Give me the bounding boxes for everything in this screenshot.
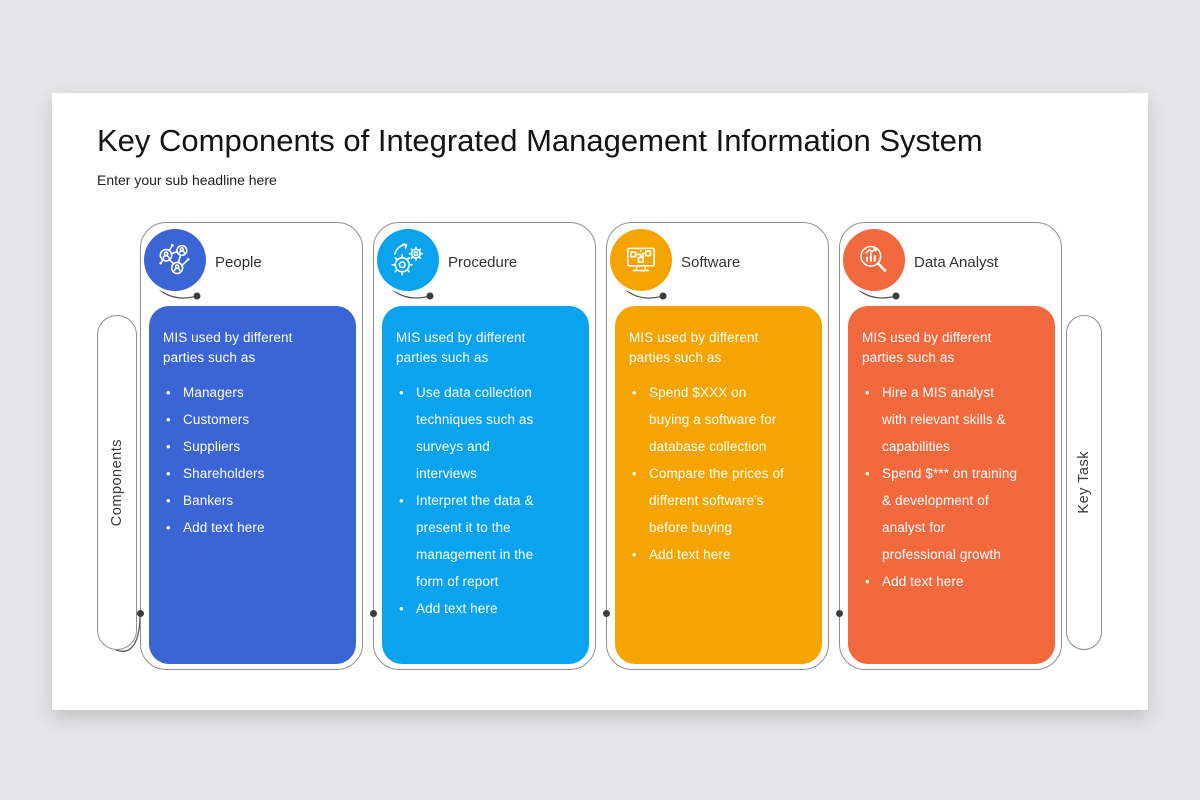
bullet-text: Customers	[183, 412, 250, 427]
column-card: MIS used by different parties such as • …	[615, 306, 822, 664]
connector-dot	[137, 610, 144, 617]
key-task-pill: Key Task	[1066, 315, 1102, 650]
bullet-text: Add text here	[183, 520, 265, 535]
bullet-item: • Suppliers	[163, 433, 348, 460]
bullet-item: • Shareholders	[163, 460, 348, 487]
bullet-list: • Use data collection techniques such as…	[396, 379, 581, 622]
circle-connector-line	[383, 279, 434, 300]
bullet-item: • Hire a MIS analyst with relevant skill…	[862, 379, 1047, 460]
column-intro: MIS used by different parties such as	[862, 330, 992, 365]
bullet-marker: •	[399, 601, 404, 616]
bullet-item: • Add text here	[163, 514, 348, 541]
bullet-item: • Bankers	[163, 487, 348, 514]
bullet-text: Shareholders	[183, 466, 265, 481]
column-title: Data Analyst	[914, 253, 999, 271]
components-pill: Components	[97, 315, 137, 650]
bullet-marker: •	[632, 547, 637, 562]
bullet-text: Add text here	[649, 547, 731, 562]
column-intro: MIS used by different parties such as	[163, 330, 293, 365]
column-card: MIS used by different parties such as • …	[149, 306, 356, 664]
bullet-text: Spend $XXX on buying a software for data…	[649, 385, 777, 454]
bullet-marker: •	[166, 439, 171, 454]
bullet-text: Use data collection techniques such as s…	[416, 385, 534, 481]
bullet-item: • Spend $XXX on buying a software for da…	[629, 379, 814, 460]
bullet-marker: •	[166, 493, 171, 508]
bullet-item: • Add text here	[629, 541, 814, 568]
components-connector-line	[115, 614, 141, 652]
bullet-marker: •	[166, 520, 171, 535]
bullet-list: • Hire a MIS analyst with relevant skill…	[862, 379, 1047, 595]
bullet-text: Add text here	[416, 601, 498, 616]
connector-dot	[603, 610, 610, 617]
slide-subtitle: Enter your sub headline here	[97, 172, 277, 188]
circle-connector-line	[849, 279, 900, 300]
bullet-text: Suppliers	[183, 439, 241, 454]
slide-title: Key Components of Integrated Management …	[97, 123, 983, 158]
column-title: People	[215, 253, 262, 271]
column-title: Procedure	[448, 253, 518, 271]
component-column: People MIS used by different parties suc…	[137, 222, 363, 670]
bullet-list: • Spend $XXX on buying a software for da…	[629, 379, 814, 568]
column-intro: MIS used by different parties such as	[629, 330, 759, 365]
bullet-marker: •	[399, 385, 404, 400]
bullet-text: Compare the prices of different software…	[649, 466, 784, 535]
bullet-text: Managers	[183, 385, 244, 400]
bullet-item: • Add text here	[396, 595, 581, 622]
software-monitor-icon	[610, 229, 672, 291]
column-card: MIS used by different parties such as • …	[382, 306, 589, 664]
bullet-marker: •	[166, 412, 171, 427]
gears-icon	[377, 229, 439, 291]
bullet-marker: •	[865, 466, 870, 481]
key-task-label: Key Task	[1076, 451, 1092, 514]
circle-connector-line	[616, 279, 667, 300]
bullet-item: • Compare the prices of different softwa…	[629, 460, 814, 541]
column-intro: MIS used by different parties such as	[396, 330, 526, 365]
bullet-item: • Add text here	[862, 568, 1047, 595]
components-label: Components	[109, 438, 125, 527]
bullet-item: • Use data collection techniques such as…	[396, 379, 581, 487]
connector-dot	[836, 610, 843, 617]
slide: Key Components of Integrated Management …	[52, 93, 1148, 710]
people-network-icon	[144, 229, 206, 291]
columns: People MIS used by different parties suc…	[137, 222, 1062, 670]
chart-magnifier-icon	[843, 229, 905, 291]
bullet-marker: •	[865, 574, 870, 589]
bullet-text: Spend $*** on training & development of …	[882, 466, 1018, 562]
bullet-marker: •	[399, 493, 404, 508]
bullet-item: • Spend $*** on training & development o…	[862, 460, 1047, 568]
column-title: Software	[681, 253, 741, 271]
circle-connector-line	[150, 279, 201, 300]
bullet-list: • Managers • Customers • Suppliers • Sha…	[163, 379, 348, 541]
component-column: Software MIS used by different parties s…	[603, 222, 829, 670]
bullet-item: • Customers	[163, 406, 348, 433]
column-card: MIS used by different parties such as • …	[848, 306, 1055, 664]
component-column: Data Analyst MIS used by different parti…	[836, 222, 1062, 670]
bullet-item: • Managers	[163, 379, 348, 406]
bullet-text: Interpret the data & present it to the m…	[416, 493, 534, 589]
bullet-marker: •	[166, 385, 171, 400]
bullet-marker: •	[166, 466, 171, 481]
bullet-item: • Interpret the data & present it to the…	[396, 487, 581, 595]
component-column: Procedure MIS used by different parties …	[370, 222, 596, 670]
bullet-marker: •	[632, 466, 637, 481]
bullet-marker: •	[865, 385, 870, 400]
bullet-text: Bankers	[183, 493, 234, 508]
connector-dot	[370, 610, 377, 617]
bullet-text: Add text here	[882, 574, 964, 589]
bullet-text: Hire a MIS analyst with relevant skills …	[882, 385, 1006, 454]
bullet-marker: •	[632, 385, 637, 400]
